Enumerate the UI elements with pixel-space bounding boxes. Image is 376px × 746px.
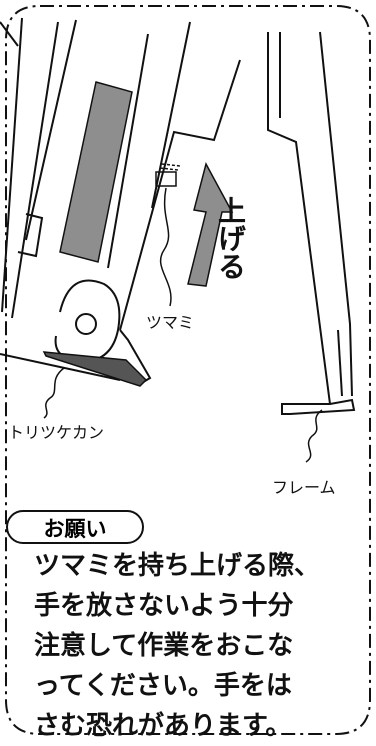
notice-line: ツマミを持ち上げる際、 [34, 551, 321, 581]
leader-frame [305, 409, 323, 463]
label-frame: フレーム [272, 478, 336, 497]
label-tsumami: ツマミ [146, 313, 195, 332]
label-torituke: トリツケカン [8, 423, 105, 442]
unit-label-plate [59, 81, 133, 263]
notice-tag: お願い [6, 510, 144, 544]
hinge [54, 279, 121, 364]
frame [267, 31, 356, 415]
leader-torituke [43, 367, 65, 419]
mounting-bracket [42, 351, 148, 387]
leader-lines [43, 187, 323, 463]
up-arrow [187, 161, 234, 287]
notice-line: 手を放さないよう十分 [34, 591, 294, 621]
knob [155, 163, 181, 187]
notice-line: 注意して作業をおこな [34, 631, 294, 661]
notice-line: さむ恐れがあります。 [34, 711, 292, 741]
leader-tsumami [159, 187, 172, 307]
notice-line: ってください。手をは [34, 671, 292, 701]
unit-body [0, 17, 241, 385]
panel-border [5, 5, 371, 735]
notice-text: ツマミを持ち上げる際、 手を放さないよう十分 注意して作業をおこな ってください… [34, 546, 370, 746]
notice-tag-label: お願い [43, 517, 107, 541]
label-raise: 上げる [214, 196, 247, 280]
